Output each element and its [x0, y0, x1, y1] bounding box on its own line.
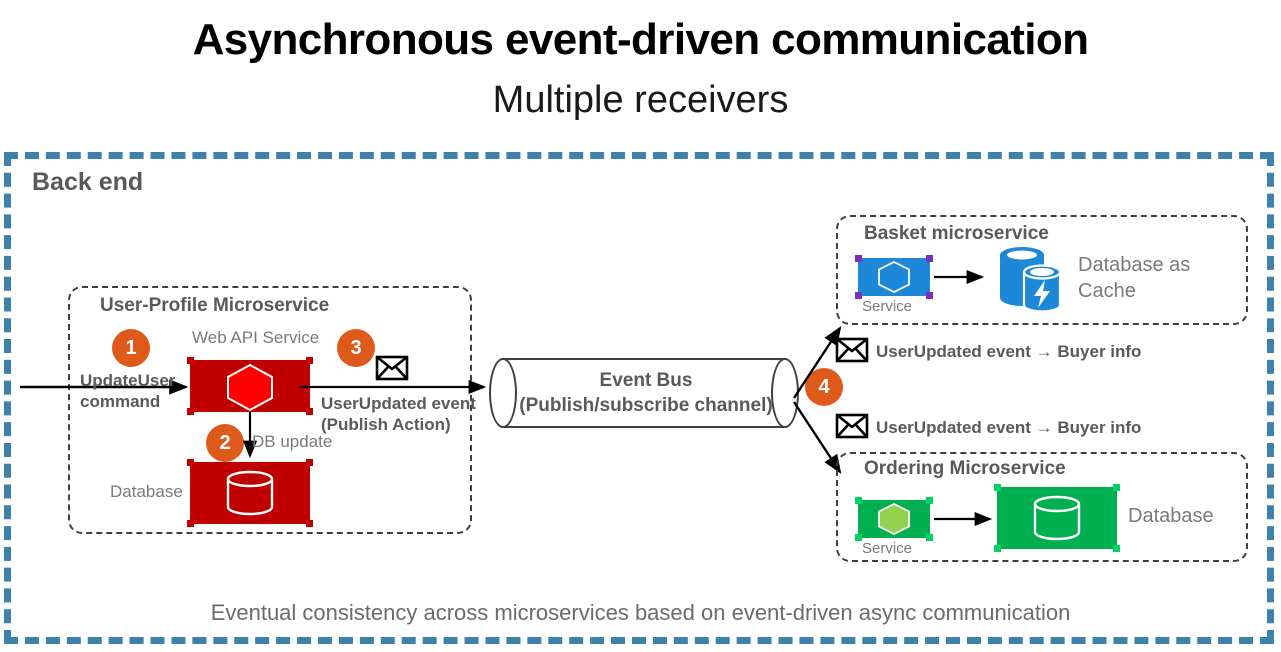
resize-handle-tr — [1113, 484, 1120, 491]
db-update-arrow — [242, 412, 258, 459]
event-bus-label: Event Bus (Publish/subscribe channel) — [519, 370, 773, 416]
resize-handle-tl — [855, 255, 862, 262]
step-badge-3: 3 — [337, 329, 375, 367]
update-user-arrow — [20, 379, 189, 395]
update-user-command-label: UpdateUser command — [80, 371, 176, 411]
ordering-microservice-group — [836, 452, 1248, 562]
web-api-service-graphic — [190, 360, 310, 412]
ordering-subscriber-label: UserUpdated event → Buyer info — [876, 418, 1142, 437]
resize-handle-tl — [187, 357, 194, 364]
step-badge-2: 2 — [206, 424, 244, 462]
basket-service-tile[interactable] — [855, 255, 933, 299]
resize-handle-tl — [187, 459, 194, 466]
user-profile-database-graphic — [190, 462, 310, 524]
user-profile-database-caption: Database — [110, 482, 183, 501]
resize-handle-bl — [187, 520, 194, 527]
resize-handle-br — [306, 408, 313, 415]
basket-service-graphic — [858, 258, 930, 296]
event-bus-cap-left — [489, 358, 517, 428]
user-profile-microservice-title: User-Profile Microservice — [100, 295, 330, 316]
resize-handle-bl — [855, 534, 862, 541]
user-updated-publish-arrow — [300, 379, 487, 395]
event-bus-fanout-arrows — [792, 325, 842, 475]
resize-handle-tr — [306, 357, 313, 364]
page-title: Asynchronous event-driven communication — [192, 15, 1089, 64]
ordering-service-to-db-arrow — [934, 511, 993, 527]
step-badge-4: 4 — [805, 368, 843, 406]
database-as-cache-icon — [992, 242, 1068, 313]
envelope-icon — [835, 337, 869, 363]
web-api-service-caption: Web API Service — [192, 328, 320, 347]
backend-label: Back end — [32, 168, 144, 196]
db-update-label: DB update — [252, 432, 333, 451]
basket-service-to-cache-arrow — [934, 269, 985, 285]
resize-handle-br — [926, 292, 933, 299]
envelope-icon — [375, 355, 409, 381]
resize-handle-tr — [306, 459, 313, 466]
resize-handle-tr — [926, 497, 933, 504]
basket-microservice-title: Basket microservice — [864, 223, 1049, 244]
database-as-cache-caption: Database as Cache — [1078, 254, 1191, 302]
resize-handle-bl — [994, 545, 1001, 552]
ordering-microservice-title: Ordering Microservice — [864, 458, 1066, 479]
resize-handle-br — [926, 534, 933, 541]
ordering-service-graphic — [858, 500, 930, 538]
ordering-service-caption: Service — [862, 540, 913, 557]
event-bus-body — [503, 358, 785, 428]
ordering-service-tile[interactable] — [855, 497, 933, 541]
page-subtitle: Multiple receivers — [492, 79, 789, 121]
ordering-database-graphic — [997, 487, 1117, 549]
basket-subscriber-label: UserUpdated event → Buyer info — [876, 342, 1142, 361]
resize-handle-tl — [994, 484, 1001, 491]
resize-handle-bl — [855, 292, 862, 299]
user-profile-microservice-group — [68, 286, 472, 534]
bottom-caption: Eventual consistency across microservice… — [210, 600, 1071, 625]
resize-handle-tl — [855, 497, 862, 504]
envelope-icon — [835, 413, 869, 439]
backend-boundary — [4, 152, 1274, 644]
web-api-service-tile[interactable] — [187, 357, 313, 415]
ordering-database-tile[interactable] — [994, 484, 1120, 552]
basket-microservice-group — [836, 215, 1248, 325]
ordering-database-caption: Database — [1128, 505, 1214, 527]
user-updated-publish-label: UserUpdated event (Publish Action) — [321, 394, 476, 434]
resize-handle-bl — [187, 408, 194, 415]
event-bus-shape[interactable]: Event Bus (Publish/subscribe channel) — [489, 358, 799, 428]
basket-service-caption: Service — [862, 298, 913, 315]
user-profile-database-tile[interactable] — [187, 459, 313, 527]
step-badge-1: 1 — [112, 329, 150, 367]
resize-handle-br — [306, 520, 313, 527]
resize-handle-br — [1113, 545, 1120, 552]
resize-handle-tr — [926, 255, 933, 262]
